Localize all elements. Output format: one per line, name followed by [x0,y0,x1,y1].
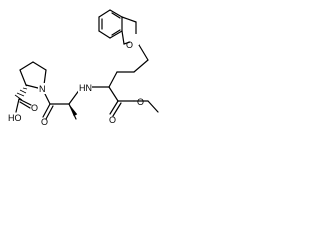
double-bond [45,105,54,120]
bond [109,9,123,18]
bond [121,30,125,45]
bond [109,30,123,39]
bond [19,61,34,71]
label-background [130,34,139,45]
bond [15,98,20,113]
bond [68,103,77,120]
bond [18,98,32,106]
hash-line [14,94,23,101]
benzene-ring [98,9,123,39]
amine-nh-label: HN [79,83,92,93]
ester-oxygen-label: O [137,97,144,107]
double-bond [111,29,121,36]
double-bond [19,101,31,109]
amide-oxygen-label: O [41,117,48,127]
proline-nitrogen-label: N [39,84,46,94]
alanine-unit [42,88,81,120]
bond [25,84,39,89]
carboxyl-hydroxyl-label: HO [8,113,22,123]
label-background [38,83,48,94]
ester-carbonyl-oxygen-label: O [109,115,116,125]
double-bond [112,102,122,117]
hash-line [25,84,28,87]
bond [108,86,119,102]
bond [133,59,149,73]
bond [98,30,111,39]
bond [42,103,51,118]
bond [43,69,47,86]
bond [19,69,27,86]
carboxyl-oxygen-label: O [31,103,38,113]
proline-ring [14,61,47,101]
molecule-structure: O N HN O O O HO O [8,9,159,127]
label-background [78,82,92,93]
stereo-hash-bond [14,84,28,101]
carboxylic-acid [15,98,32,113]
double-bond [111,12,121,19]
hash-line [22,87,28,90]
bond [108,71,118,88]
bond [147,100,159,113]
bond [32,61,47,71]
ethyl-ester [85,86,159,117]
bond [109,100,119,115]
furan-oxygen-label: O [126,40,133,50]
hash-line [16,92,25,97]
hash-line [19,89,27,94]
bond [98,9,111,18]
bond [121,16,137,23]
